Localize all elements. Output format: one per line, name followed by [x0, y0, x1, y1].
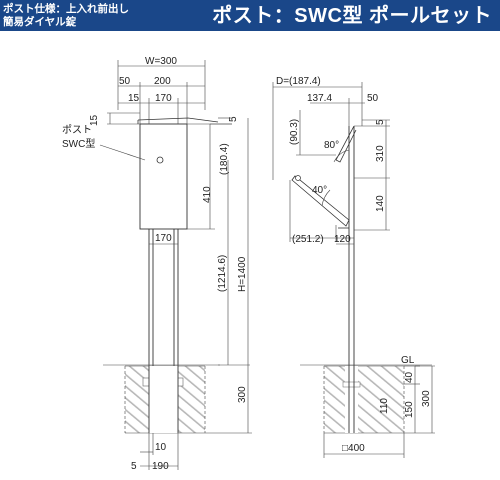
front-post-box — [139, 123, 188, 230]
side-foundation — [324, 366, 404, 433]
dim-170-mid: 170 — [155, 233, 172, 244]
dim-300-side: 300 — [421, 390, 432, 407]
dim-310: 310 — [375, 145, 386, 162]
dim-150: 150 — [404, 401, 415, 418]
dim-40: 40 — [404, 371, 415, 383]
label-swc-model: SWC型 — [62, 137, 95, 150]
dim-180-4: (180.4) — [219, 143, 230, 175]
header-banner: ポスト仕様：上入れ前出し 簡易ダイヤル錠 ポスト：SWC型 ポールセット — [0, 0, 500, 31]
dim-170-top: 170 — [155, 93, 172, 104]
dim-d187-4: D=(187.4) — [276, 76, 321, 87]
side-dial-icon — [295, 175, 301, 181]
side-lid-open — [335, 125, 357, 163]
side-door-open — [291, 175, 350, 227]
angle-40: 40° — [312, 185, 327, 196]
dim-300-front: 300 — [237, 386, 248, 403]
dim-200: 200 — [154, 76, 171, 87]
dim-1214-6: (1214.6) — [217, 255, 228, 292]
dim-251-2: (251.2) — [292, 234, 324, 245]
dim-50-side: 50 — [367, 93, 379, 104]
dim-w300: W=300 — [145, 56, 177, 67]
dim-120: 120 — [334, 234, 351, 245]
dim-50-front: 50 — [119, 76, 131, 87]
dim-5-bottom: 5 — [131, 461, 137, 472]
page-title: ポスト：SWC型 ポールセット — [212, 5, 492, 27]
dim-90-3: (90.3) — [289, 119, 300, 145]
side-view: D=(187.4) 137.4 50 (90.3) 80° 5 310 140 … — [272, 76, 435, 458]
dim-5-side: 5 — [375, 119, 386, 125]
dim-137-4: 137.4 — [307, 93, 332, 104]
dim-110: 110 — [379, 398, 390, 414]
dial-lock-icon — [156, 156, 164, 164]
label-gl: GL — [401, 355, 415, 366]
dim-140: 140 — [375, 195, 386, 212]
dim-410: 410 — [202, 186, 213, 203]
dim-5-right: 5 — [228, 116, 239, 122]
front-view: W=300 50 200 15 170 15 5 (180.4) 410 ポスト… — [62, 56, 252, 472]
angle-80: 80° — [324, 140, 339, 151]
spec-line-2: 簡易ダイヤル錠 — [3, 16, 77, 28]
front-post-lid — [137, 117, 219, 123]
dim-square-400: □400 — [342, 443, 365, 454]
label-post: ポスト — [62, 124, 92, 136]
spec-line-1: ポスト仕様：上入れ前出し — [3, 3, 129, 15]
dim-15-front: 15 — [128, 93, 140, 104]
dim-h1400: H=1400 — [237, 256, 248, 292]
dim-190: 190 — [152, 461, 169, 472]
dim-10: 10 — [155, 442, 167, 453]
dimension-drawing: W=300 50 200 15 170 15 5 (180.4) 410 ポスト… — [62, 56, 435, 472]
dim-15-left: 15 — [89, 114, 100, 126]
